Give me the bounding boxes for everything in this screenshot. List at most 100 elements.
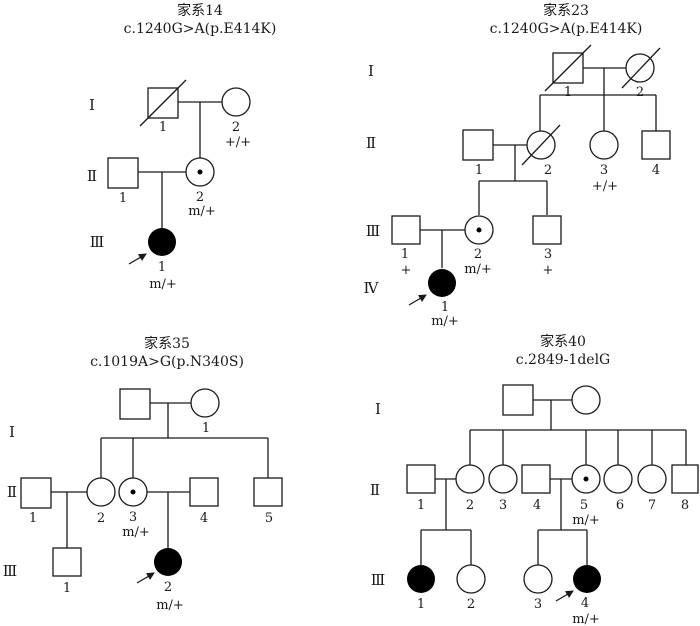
member-number: 2 bbox=[474, 247, 482, 262]
member-number: 3 bbox=[499, 498, 507, 513]
female-member-symbol bbox=[455, 464, 485, 494]
affected-female-symbol bbox=[573, 565, 601, 593]
pedigree-family-35: 家系35 c.1019A>G(p.N340S) Ⅰ Ⅱ Ⅲ 1 1 2 3 m/… bbox=[3, 335, 283, 613]
member-number: 2 bbox=[467, 597, 475, 612]
member-number: 2 bbox=[544, 163, 552, 178]
deceased-slash bbox=[621, 47, 661, 89]
affected-female-symbol bbox=[428, 269, 456, 297]
member-number: 1 bbox=[441, 300, 449, 315]
family-variant: c.2849-1delG bbox=[516, 352, 610, 368]
male-member-symbol bbox=[107, 157, 139, 189]
family-title: 家系40 bbox=[540, 333, 586, 350]
male-member-symbol bbox=[641, 130, 671, 160]
proband-arrow bbox=[136, 572, 155, 584]
deceased-slash bbox=[139, 79, 187, 127]
carrier-dot bbox=[130, 489, 136, 495]
member-number: 1 bbox=[564, 85, 572, 100]
family-title: 家系23 bbox=[543, 2, 589, 19]
member-number: 3 bbox=[534, 597, 542, 612]
carrier-dot bbox=[476, 227, 482, 233]
pedigree-family-40: 家系40 c.2849-1delG Ⅰ Ⅱ Ⅲ 1 2 bbox=[370, 333, 699, 626]
member-genotype: +/+ bbox=[225, 135, 251, 150]
deceased-slash bbox=[521, 124, 561, 166]
male-member-symbol bbox=[671, 464, 699, 494]
member-number: 1 bbox=[401, 247, 409, 262]
member-number: 1 bbox=[29, 511, 37, 526]
female-member-symbol bbox=[221, 87, 251, 117]
member-number: 3 bbox=[544, 247, 552, 262]
male-member-symbol bbox=[20, 477, 52, 509]
female-member-symbol bbox=[571, 385, 601, 415]
female-member-symbol bbox=[603, 464, 633, 494]
member-genotype: +/+ bbox=[592, 179, 618, 194]
member-number: 4 bbox=[652, 163, 660, 178]
female-member-symbol bbox=[86, 477, 116, 507]
member-number: 1 bbox=[417, 498, 425, 513]
member-number: 1 bbox=[119, 191, 127, 206]
pedigree-family-23: 家系23 c.1240G>A(p.E414K) Ⅰ Ⅱ Ⅲ Ⅳ 1 2 1 bbox=[364, 2, 671, 329]
member-genotype: m/+ bbox=[572, 612, 600, 626]
generation-label: Ⅲ bbox=[90, 233, 104, 251]
member-number: 1 bbox=[417, 597, 425, 612]
family-variant: c.1019A>G(p.N340S) bbox=[90, 354, 244, 370]
member-genotype: m/+ bbox=[149, 277, 177, 292]
member-number: 6 bbox=[616, 498, 624, 513]
male-member-symbol bbox=[502, 384, 534, 416]
generation-label: Ⅱ bbox=[7, 483, 17, 501]
family-variant: c.1240G>A(p.E414K) bbox=[490, 21, 643, 37]
member-number: 1 bbox=[202, 421, 210, 436]
female-member-symbol bbox=[637, 464, 667, 494]
member-genotype: m/+ bbox=[188, 204, 216, 219]
generation-label: Ⅱ bbox=[370, 481, 380, 499]
proband-arrow bbox=[408, 294, 427, 306]
member-number: 1 bbox=[475, 163, 483, 178]
member-number: 3 bbox=[600, 163, 608, 178]
female-member-symbol bbox=[523, 564, 553, 594]
deceased-slash bbox=[544, 44, 592, 92]
member-number: 8 bbox=[681, 498, 689, 513]
female-member-symbol bbox=[589, 130, 619, 160]
member-number: 4 bbox=[533, 498, 541, 513]
generation-label: Ⅱ bbox=[87, 167, 97, 185]
carrier-dot bbox=[583, 476, 589, 482]
member-number: 3 bbox=[129, 510, 137, 525]
male-member-symbol bbox=[391, 215, 421, 245]
member-genotype: m/+ bbox=[122, 525, 150, 540]
family-title: 家系14 bbox=[177, 2, 223, 19]
member-number: 5 bbox=[265, 511, 273, 526]
member-number: 7 bbox=[648, 498, 656, 513]
member-number: 1 bbox=[158, 260, 166, 275]
member-genotype: m/+ bbox=[431, 314, 459, 329]
member-number: 2 bbox=[232, 120, 240, 135]
member-number: 1 bbox=[63, 581, 71, 596]
affected-female-symbol bbox=[154, 548, 182, 576]
generation-label: Ⅰ bbox=[368, 62, 374, 80]
family-title: 家系35 bbox=[144, 335, 190, 352]
male-member-symbol bbox=[119, 388, 151, 420]
generation-label: Ⅰ bbox=[9, 423, 15, 441]
member-number: 2 bbox=[196, 190, 204, 205]
male-member-symbol bbox=[406, 464, 436, 494]
member-genotype: + bbox=[543, 263, 554, 278]
female-member-symbol bbox=[488, 464, 518, 494]
member-number: 2 bbox=[97, 511, 105, 526]
member-number: 1 bbox=[159, 120, 167, 135]
member-number: 2 bbox=[164, 580, 172, 595]
member-genotype: m/+ bbox=[464, 262, 492, 277]
male-member-symbol bbox=[462, 129, 494, 161]
member-number: 2 bbox=[466, 498, 474, 513]
member-genotype: + bbox=[401, 263, 412, 278]
generation-label: Ⅰ bbox=[89, 96, 95, 114]
male-member-symbol bbox=[189, 477, 219, 507]
male-member-symbol bbox=[521, 464, 551, 494]
pedigree-family-14: 家系14 c.1240G>A(p.E414K) Ⅰ Ⅱ Ⅲ 1 2 +/+ 1 … bbox=[87, 2, 276, 292]
member-genotype: m/+ bbox=[572, 513, 600, 528]
generation-label: Ⅲ bbox=[366, 222, 380, 240]
generation-label: Ⅰ bbox=[375, 400, 381, 418]
proband-arrow bbox=[128, 253, 147, 265]
generation-label: Ⅱ bbox=[366, 134, 376, 152]
proband-arrow bbox=[555, 590, 574, 602]
carrier-dot bbox=[197, 169, 203, 175]
generation-label: Ⅳ bbox=[364, 279, 380, 297]
member-number: 5 bbox=[580, 498, 588, 513]
